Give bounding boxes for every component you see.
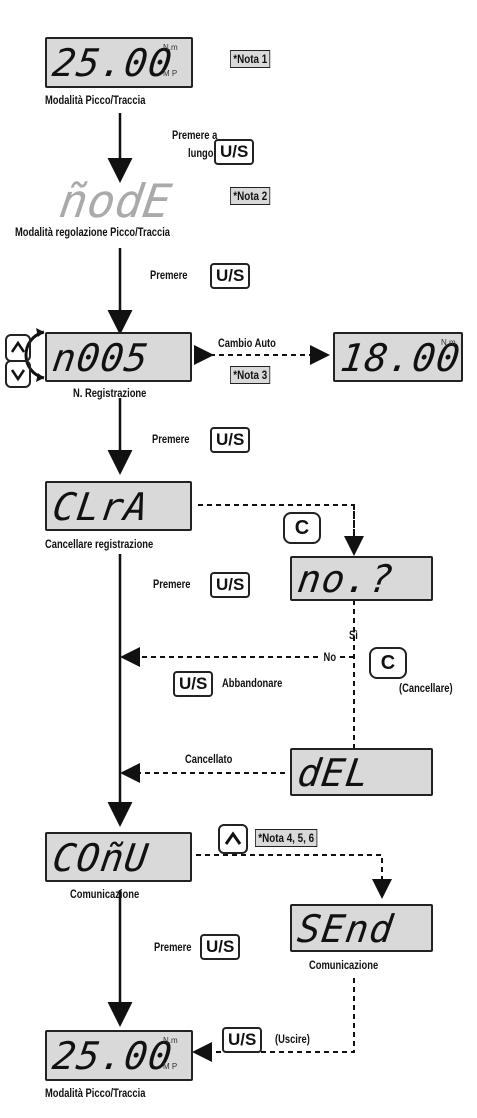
comunicazione-display: COñU: [45, 832, 192, 882]
note-3: *Nota 3: [230, 366, 271, 384]
auto-value-display: 18.00 N.m: [333, 332, 463, 382]
mode-adjust-label: Modalità regolazione Picco/Traccia: [15, 225, 171, 239]
lcd-value: no.?: [294, 557, 397, 601]
lcd-value: 25.00: [49, 1034, 176, 1078]
press-label-1: Premere: [150, 268, 188, 282]
lcd-value: 25.00: [49, 41, 176, 85]
press-label-4: Premere: [154, 940, 192, 954]
comunicazione-label-1: Comunicazione: [70, 887, 140, 901]
comunicazione-label-2: Comunicazione: [309, 958, 379, 972]
peak-mode-label-bottom: Modalità Picco/Traccia: [45, 1086, 146, 1100]
us-key-2[interactable]: U/S: [210, 263, 251, 289]
up-arrow-key[interactable]: [5, 334, 31, 362]
lcd-value: SEnd: [294, 907, 397, 951]
del-display: dEL: [290, 748, 433, 796]
cancellato-label: Cancellato: [185, 752, 233, 766]
peak-mode-label-top: Modalità Picco/Traccia: [45, 93, 146, 107]
up-key-comu[interactable]: [218, 824, 248, 854]
send-display: SEnd: [290, 904, 433, 952]
note-456: *Nota 4, 5, 6: [255, 829, 318, 847]
lcd-value: COñU: [49, 836, 152, 880]
unit-nm: N.m: [441, 338, 456, 347]
peak-mode-display-top: 25.00 N.m M P: [45, 37, 193, 88]
mode-display: ñodE: [56, 174, 175, 228]
c-key-1[interactable]: C: [283, 512, 321, 544]
unit-nm: N.m: [163, 43, 178, 52]
uscire-label: (Uscire): [275, 1032, 310, 1046]
press-label-2: Premere: [152, 432, 190, 446]
us-key-5[interactable]: U/S: [173, 671, 214, 697]
us-key-6[interactable]: U/S: [200, 934, 241, 960]
si-label: Sì: [349, 628, 358, 642]
long-press-label-2: lungo: [188, 146, 214, 160]
lcd-value: CLrA: [49, 485, 152, 529]
us-key-7[interactable]: U/S: [222, 1027, 263, 1053]
down-arrow-key[interactable]: [5, 360, 31, 388]
unit-mp: M P: [163, 69, 178, 78]
lcd-value: dEL: [294, 751, 373, 795]
n-registrazione-label: N. Registrazione: [73, 386, 147, 400]
lcd-value: n005: [49, 336, 152, 380]
n-registrazione-display: n005: [45, 332, 192, 382]
note-1: *Nota 1: [230, 50, 271, 68]
cancellare-display: CLrA: [45, 481, 192, 531]
unit-mp: M P: [163, 1062, 178, 1071]
no-label: No: [322, 650, 338, 664]
no-display: no.?: [290, 556, 433, 601]
unit-nm: N.m: [163, 1036, 178, 1045]
peak-mode-display-bottom: 25.00 N.m M P: [45, 1030, 193, 1081]
c-key-2[interactable]: C: [369, 647, 407, 679]
long-press-label: Premere a: [172, 128, 218, 142]
cancellare-paren-label: (Cancellare): [399, 681, 453, 695]
abbandonare-label: Abbandonare: [222, 676, 283, 690]
note-2: *Nota 2: [230, 187, 271, 205]
us-key-3[interactable]: U/S: [210, 427, 251, 453]
us-key-4[interactable]: U/S: [210, 572, 251, 598]
cancellare-label: Cancellare registrazione: [45, 537, 154, 551]
press-label-3: Premere: [153, 577, 191, 591]
cambio-auto-label: Cambio Auto: [218, 336, 276, 350]
us-key-1[interactable]: U/S: [214, 139, 255, 165]
